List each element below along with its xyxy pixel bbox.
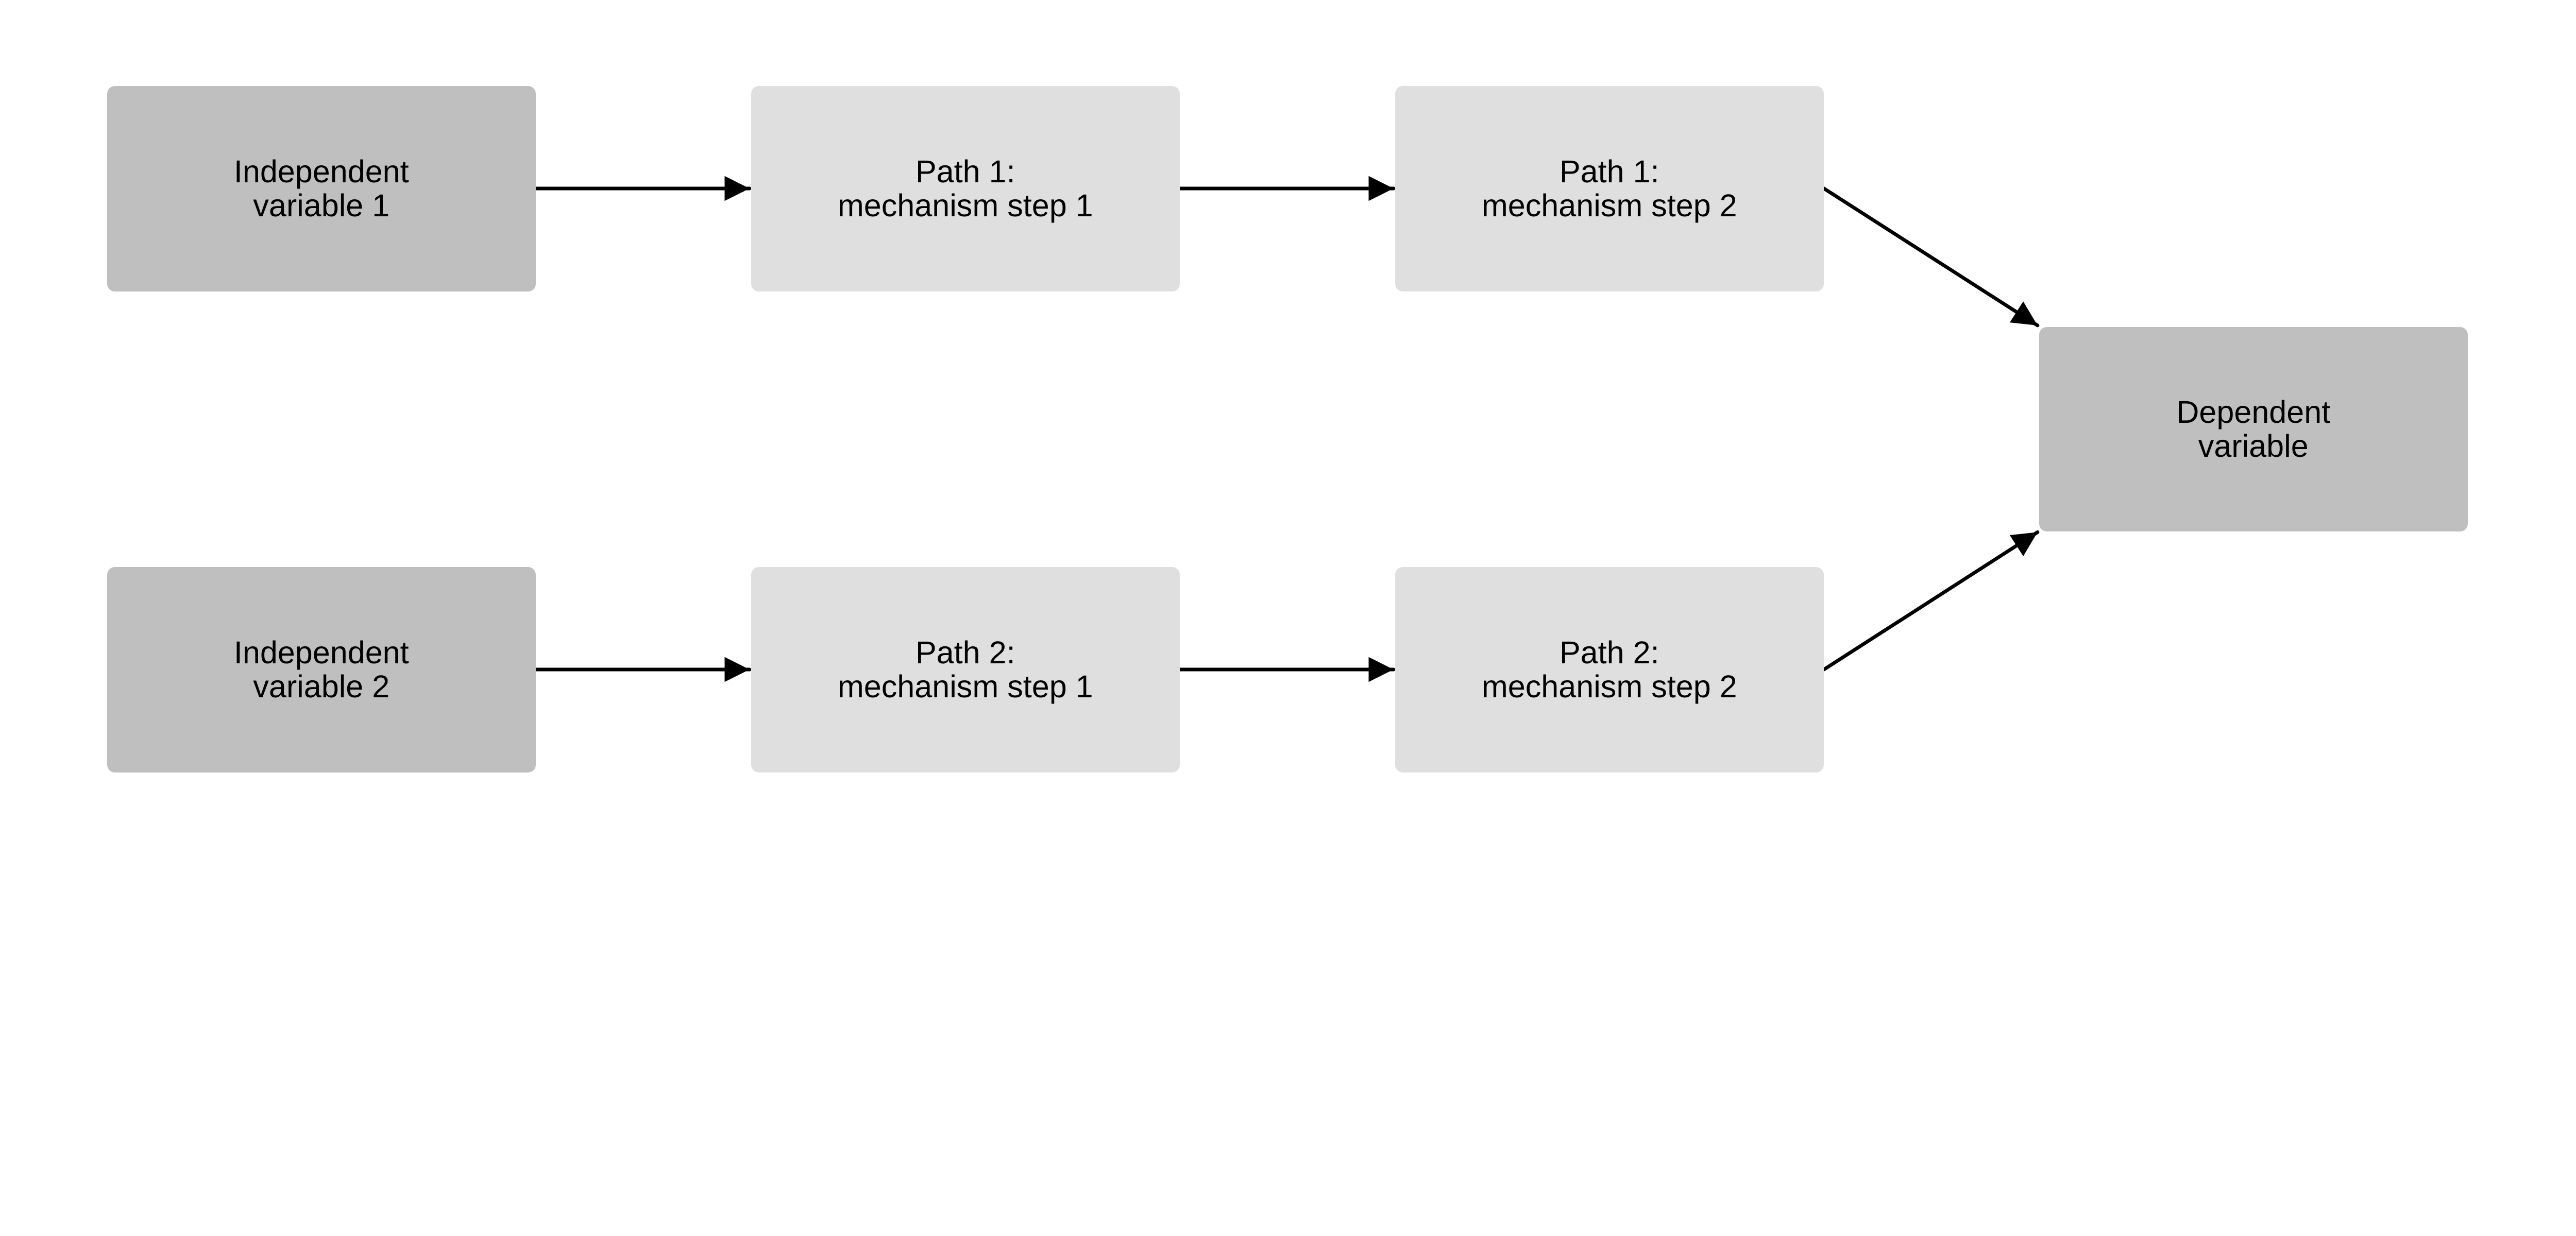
node-label-line2: variable <box>2198 428 2309 464</box>
node-label-line1: Dependent <box>2176 394 2331 430</box>
node-path1-step1: Path 1:mechanism step 1 <box>751 85 1180 291</box>
node-path2-step1: Path 2:mechanism step 1 <box>751 566 1180 772</box>
arrow-p2s2-to-dv <box>1822 530 2040 672</box>
node-label-line2: mechanism step 1 <box>837 188 1093 224</box>
node-label-line1: Path 1: <box>1559 153 1659 189</box>
node-path1-step2: Path 1:mechanism step 2 <box>1395 85 1824 291</box>
node-label-line1: Path 2: <box>1559 634 1659 670</box>
arrow-p1s2-to-dv <box>1822 186 2040 328</box>
node-label-line2: mechanism step 1 <box>837 669 1093 705</box>
node-label-line2: variable 1 <box>253 188 390 224</box>
node-label-line2: mechanism step 2 <box>1481 669 1737 705</box>
node-label-line1: Independent <box>233 153 409 189</box>
node-path2-step2: Path 2:mechanism step 2 <box>1395 566 1824 772</box>
arrows-layer <box>534 176 2040 682</box>
node-label-line2: mechanism step 2 <box>1481 188 1737 224</box>
node-label-line1: Path 1: <box>915 153 1015 189</box>
node-label-line1: Path 2: <box>915 634 1015 670</box>
node-label-line2: variable 2 <box>253 669 390 705</box>
node-label-line1: Independent <box>233 634 409 670</box>
